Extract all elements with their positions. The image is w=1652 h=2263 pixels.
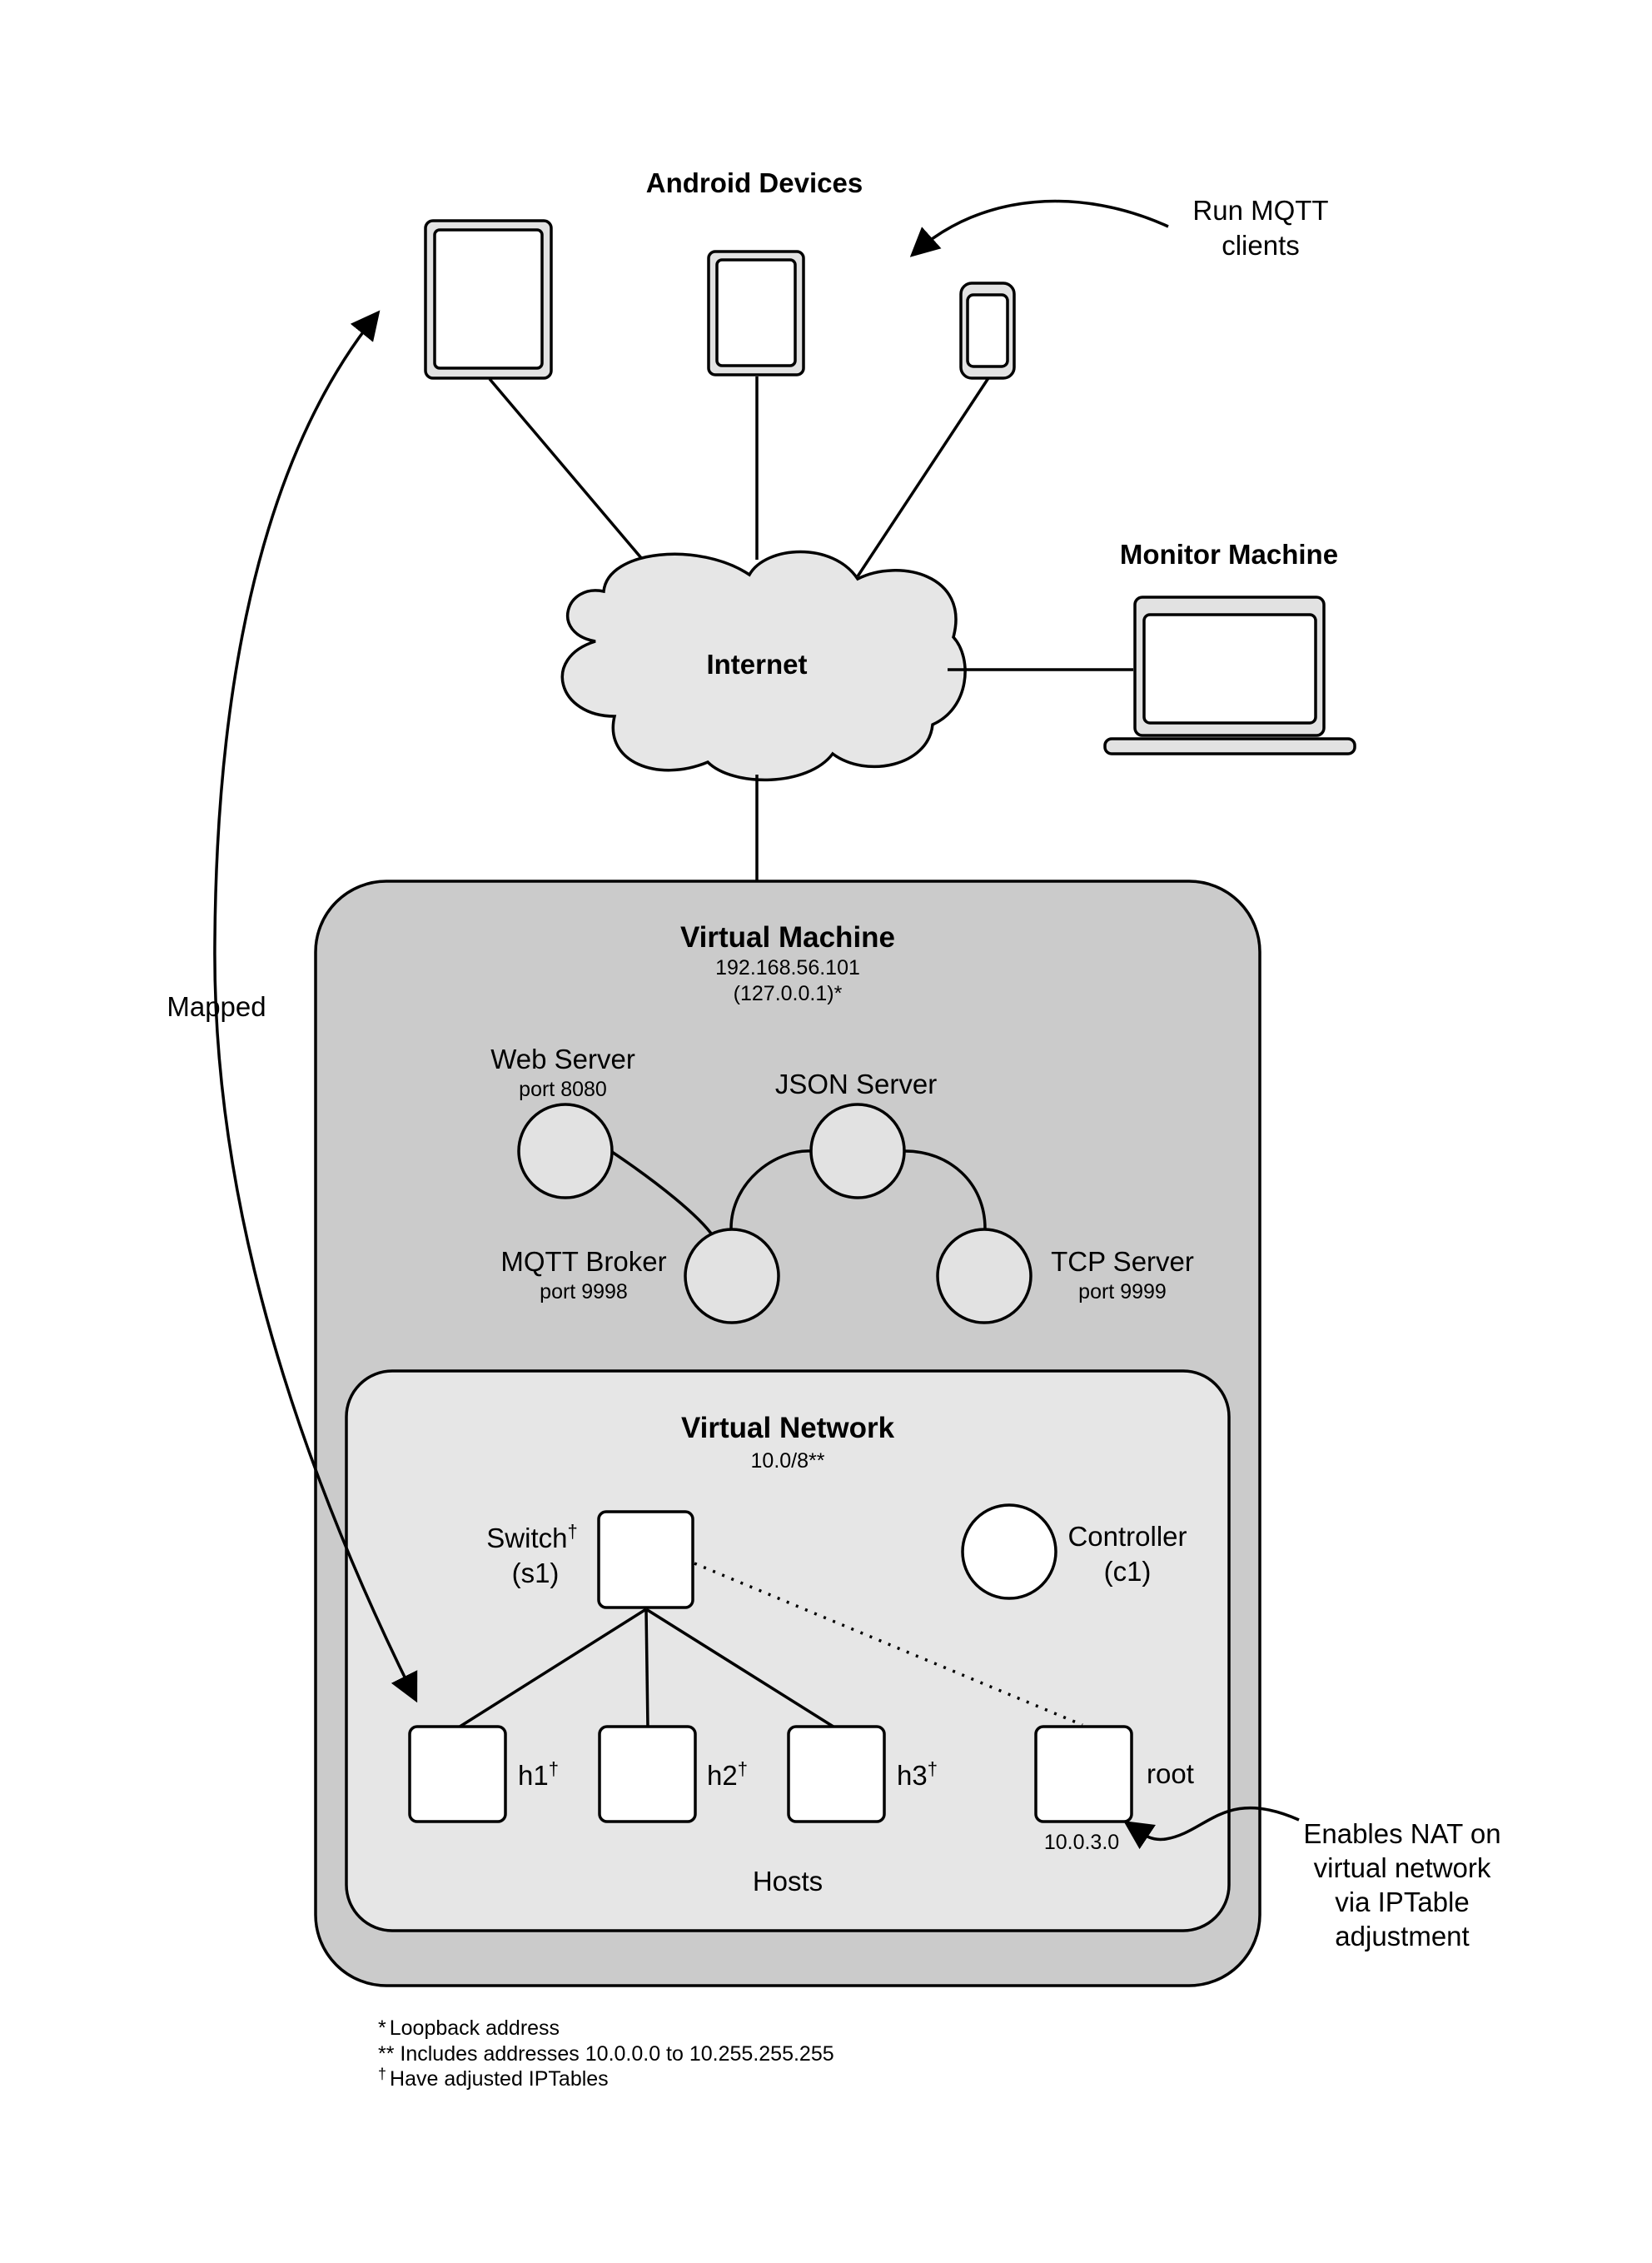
root-node xyxy=(1034,1725,1133,1823)
run-mqtt-arrow xyxy=(909,199,1169,257)
tablet-small-icon xyxy=(707,250,805,376)
footnote-3: †Have adjusted IPTables xyxy=(378,2066,609,2091)
mapped-arrow xyxy=(213,310,418,1703)
tcp-server-port: port 9999 xyxy=(1078,1280,1167,1303)
tcp-server-label: TCP Server xyxy=(1051,1246,1194,1277)
web-server-port: port 8080 xyxy=(519,1078,607,1101)
controller-node xyxy=(961,1503,1057,1600)
link-switch-root xyxy=(694,1562,1083,1727)
nat-note-line2: virtual network xyxy=(1314,1852,1491,1883)
switch-node xyxy=(597,1510,694,1609)
laptop-icon xyxy=(1103,596,1356,755)
json-server-node xyxy=(809,1103,906,1199)
monitor-machine-title: Monitor Machine xyxy=(1120,539,1338,570)
run-mqtt-note-line2: clients xyxy=(1222,230,1300,261)
host-h2-label: h2† xyxy=(707,1758,748,1791)
tablet-large-icon xyxy=(424,219,553,380)
web-server-node xyxy=(517,1103,614,1199)
controller-label: Controller xyxy=(1067,1521,1187,1552)
mqtt-broker-label: MQTT Broker xyxy=(500,1246,666,1277)
mqtt-broker-port: port 9998 xyxy=(540,1280,628,1303)
vnet-title: Virtual Network xyxy=(681,1412,895,1444)
footnote-1: *Loopback address xyxy=(378,2016,560,2040)
host-h3-node xyxy=(787,1725,886,1823)
link-json-mqtt-tcp xyxy=(729,1149,987,1229)
tcp-server-node xyxy=(936,1228,1032,1324)
phone-icon xyxy=(959,282,1016,380)
nat-note-line3: via IPTable xyxy=(1335,1887,1469,1917)
nat-note-line1: Enables NAT on xyxy=(1303,1818,1500,1849)
link-switch-h2 xyxy=(644,1608,649,1729)
vnet-subnet: 10.0/8** xyxy=(751,1449,825,1473)
link-switch-h1 xyxy=(456,1608,647,1730)
host-h3-label: h3† xyxy=(897,1758,938,1791)
host-h1-label: h1† xyxy=(518,1758,559,1791)
nat-arrow xyxy=(1123,1806,1300,1850)
internet-label: Internet xyxy=(706,649,807,680)
vm-title: Virtual Machine xyxy=(680,921,895,954)
json-server-label: JSON Server xyxy=(775,1069,937,1099)
mqtt-broker-node xyxy=(684,1228,780,1324)
link-web-mqtt xyxy=(611,1150,715,1238)
root-label: root xyxy=(1147,1758,1194,1789)
link-switch-h3 xyxy=(645,1608,837,1730)
run-mqtt-note-line1: Run MQTT xyxy=(1192,195,1328,226)
host-h2-node xyxy=(598,1725,697,1823)
android-devices-title: Android Devices xyxy=(646,167,863,198)
vm-ip: 192.168.56.101 xyxy=(715,956,860,979)
vm-loopback: (127.0.0.1)* xyxy=(734,982,843,1005)
footnote-2: ** Includes addresses 10.0.0.0 to 10.255… xyxy=(378,2042,834,2066)
switch-id: (s1) xyxy=(512,1558,560,1588)
host-h1-node xyxy=(408,1725,507,1823)
controller-id: (c1) xyxy=(1104,1556,1152,1587)
hosts-label: Hosts xyxy=(753,1866,823,1897)
link-phone-internet xyxy=(856,377,990,577)
link-tablet-large-internet xyxy=(488,377,653,571)
web-server-label: Web Server xyxy=(490,1044,635,1074)
root-ip: 10.0.3.0 xyxy=(1044,1831,1119,1854)
nat-note-line4: adjustment xyxy=(1335,1921,1469,1951)
internet-cloud-icon xyxy=(560,550,967,782)
switch-label: Switch† xyxy=(486,1521,577,1553)
